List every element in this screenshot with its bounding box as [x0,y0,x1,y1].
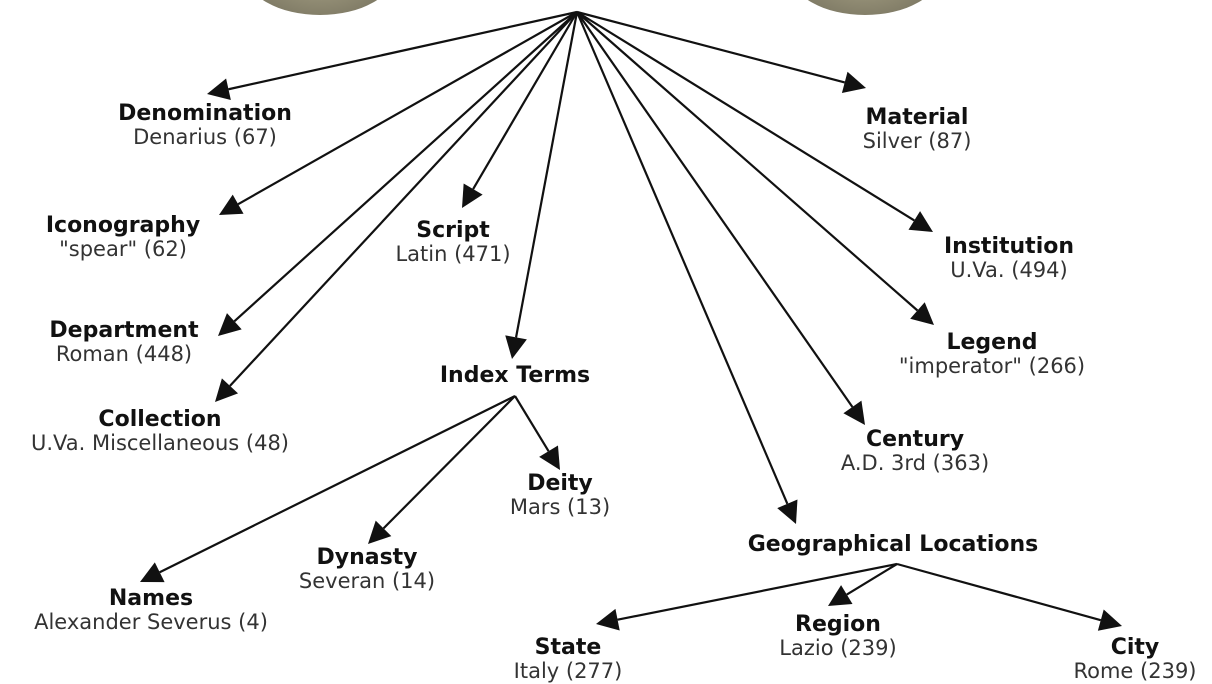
node-label: State [534,635,602,660]
edge-deity [514,395,550,452]
node-denomination: Denomination Denarius (67) [118,102,292,149]
node-state: State Italy (277) [514,636,623,683]
arrowhead-dynasty [368,520,392,544]
node-institution: Institution U.Va. (494) [944,235,1074,282]
edge-collection [229,11,578,387]
arrowhead-department [218,313,242,336]
edge-legend [576,11,919,312]
edge-script [472,11,578,190]
node-century: Century A.D. 3rd (363) [841,428,989,475]
edge-state [617,562,898,621]
node-label: Geographical Locations [747,532,1039,557]
edge-department [233,11,578,323]
node-deity: Deity Mars (13) [510,472,610,519]
node-label: Script [416,218,490,243]
arrowhead-iconography [219,194,244,215]
arrowhead-legend [910,302,934,325]
node-names: Names Alexander Severus (4) [34,587,268,634]
node-collection: Collection U.Va. Miscellaneous (48) [31,408,289,455]
arrowhead-region [828,585,853,606]
node-value: A.D. 3rd (363) [840,451,990,475]
node-region: Region Lazio (239) [779,613,896,660]
node-value: Severan (14) [298,569,436,593]
node-label: Dynasty [316,545,418,570]
node-label: City [1110,635,1160,660]
arrowhead-names [140,562,165,583]
node-label: Region [795,612,881,637]
edge-city [896,562,1102,622]
arrowhead-institution [908,211,933,232]
node-index-terms: Index Terms [440,364,590,388]
edge-geographical-locations [575,11,789,505]
edge-denomination [228,10,578,91]
node-value: U.Va. (494) [950,258,1068,282]
arrowhead-deity [539,445,560,470]
node-label: Legend [946,330,1038,355]
node-value: Italy (277) [513,659,623,683]
node-label: Denomination [118,101,292,126]
node-value: Denarius (67) [133,125,277,149]
edge-material [576,10,846,84]
node-geographical-locations: Geographical Locations [748,533,1039,557]
node-label: Deity [527,471,593,496]
edge-institution [576,11,915,222]
node-city: City Rome (239) [1073,636,1196,683]
node-value: "spear" (62) [59,237,187,261]
edge-iconography [237,11,578,206]
node-label: Institution [943,234,1075,259]
edge-dynasty [382,395,516,530]
node-label: Names [108,586,194,611]
arrowhead-state [596,608,620,631]
arrowhead-geographical-locations [777,499,798,524]
node-label: Century [865,427,965,452]
arrowhead-material [841,71,866,94]
node-department: Department Roman (448) [49,319,198,366]
edge-index-terms [514,11,579,338]
node-value: Mars (13) [509,495,611,519]
edge-names [159,395,516,574]
node-value: U.Va. Miscellaneous (48) [30,431,290,455]
arrowhead-index-terms [505,335,527,359]
node-script: Script Latin (471) [395,219,510,266]
node-value: "imperator" (266) [898,354,1086,378]
node-iconography: Iconography "spear" (62) [46,214,200,261]
arrowhead-script [462,183,483,208]
node-value: Latin (471) [395,242,511,266]
node-value: Rome (239) [1073,659,1197,683]
node-legend: Legend "imperator" (266) [899,331,1085,378]
node-label: Department [49,318,199,343]
node-label: Iconography [45,213,201,238]
node-value: Roman (448) [55,342,193,366]
node-label: Material [865,105,969,130]
node-value: Alexander Severus (4) [34,610,268,634]
node-value: Silver (87) [862,129,972,153]
node-label: Collection [98,407,222,432]
arrowhead-century [843,400,865,425]
arrowhead-collection [215,378,239,402]
node-dynasty: Dynasty Severan (14) [299,546,435,593]
arrowhead-city [1097,609,1122,631]
edge-century [576,11,854,408]
node-label: Index Terms [439,363,591,388]
edge-region [846,563,898,596]
arrowhead-denomination [207,78,231,100]
node-material: Material Silver (87) [863,106,972,153]
node-value: Lazio (239) [779,636,897,660]
